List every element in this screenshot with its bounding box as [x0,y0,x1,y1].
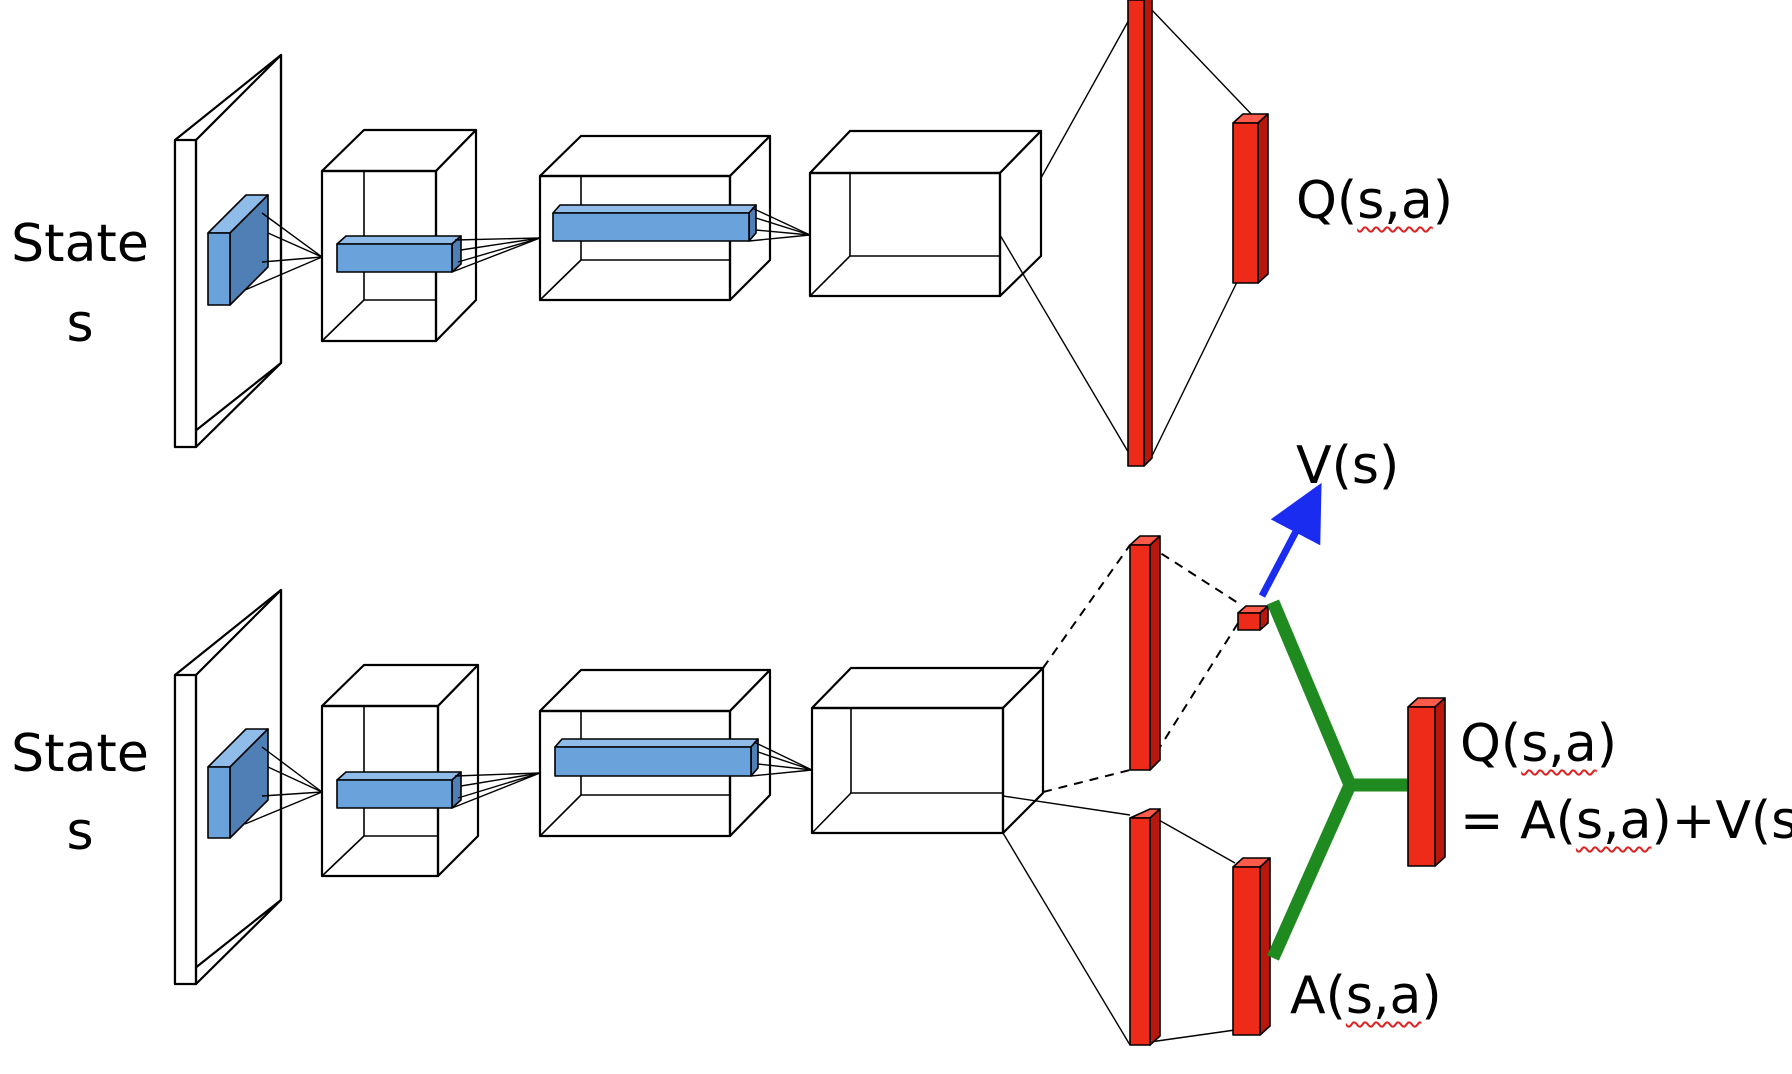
top-network [173,0,1269,467]
advantage-label-args: s,a [1345,966,1422,1026]
q-equation-prefix: = A( [1460,791,1576,851]
value-arrow [1258,482,1322,598]
bottom-q-label-args: s,a [1521,714,1597,774]
top-q-label-suffix: ) [1432,171,1454,231]
top-state-symbol: s [66,294,94,354]
bottom-state-symbol: s [66,802,94,862]
top-fc-layer [1127,0,1153,467]
bottom-conv-kernel-2 [554,738,759,777]
aggregation-connector [1267,599,1410,961]
advantage-output-layer [1232,857,1271,1036]
advantage-label: A(s,a) [1290,970,1442,1022]
bottom-conv-kernel-1 [336,771,462,809]
bottom-q-label-prefix: Q( [1460,714,1522,774]
bottom-conv-block-1 [320,663,480,878]
top-connections [244,7,1256,461]
bottom-state-label: State [11,724,149,784]
top-q-label-args: s,a [1357,171,1433,231]
bottom-q-label: Q(s,a) [1460,718,1617,770]
top-q-label-prefix: Q( [1296,171,1358,231]
top-q-label: Q(s,a) [1296,175,1453,227]
advantage-label-prefix: A( [1290,966,1346,1026]
bottom-conv-block-3 [810,666,1045,835]
top-input-kernel [207,194,269,306]
bottom-conv-block-2 [538,668,772,838]
q-equation-args: s,a [1575,791,1652,851]
bottom-q-output-layer [1407,697,1446,867]
bottom-connections [244,544,1241,1046]
top-state-label: State [11,214,149,274]
value-fc-layer [1129,535,1161,771]
value-label: V(s) [1296,436,1400,496]
bottom-network [173,482,1446,1046]
top-conv-kernel-1 [336,235,462,273]
top-q-output-layer [1232,113,1269,284]
advantage-fc-layer [1129,808,1161,1046]
top-conv-kernel-2 [552,204,757,242]
bottom-q-label-suffix: ) [1596,714,1618,774]
q-equation-suffix: )+V(s) [1651,791,1792,851]
bottom-input-kernel [207,728,269,839]
value-output-unit [1237,605,1269,631]
advantage-label-suffix: ) [1421,966,1442,1026]
top-conv-block-3 [808,129,1043,298]
q-equation-label: = A(s,a)+V(s) [1460,795,1792,847]
